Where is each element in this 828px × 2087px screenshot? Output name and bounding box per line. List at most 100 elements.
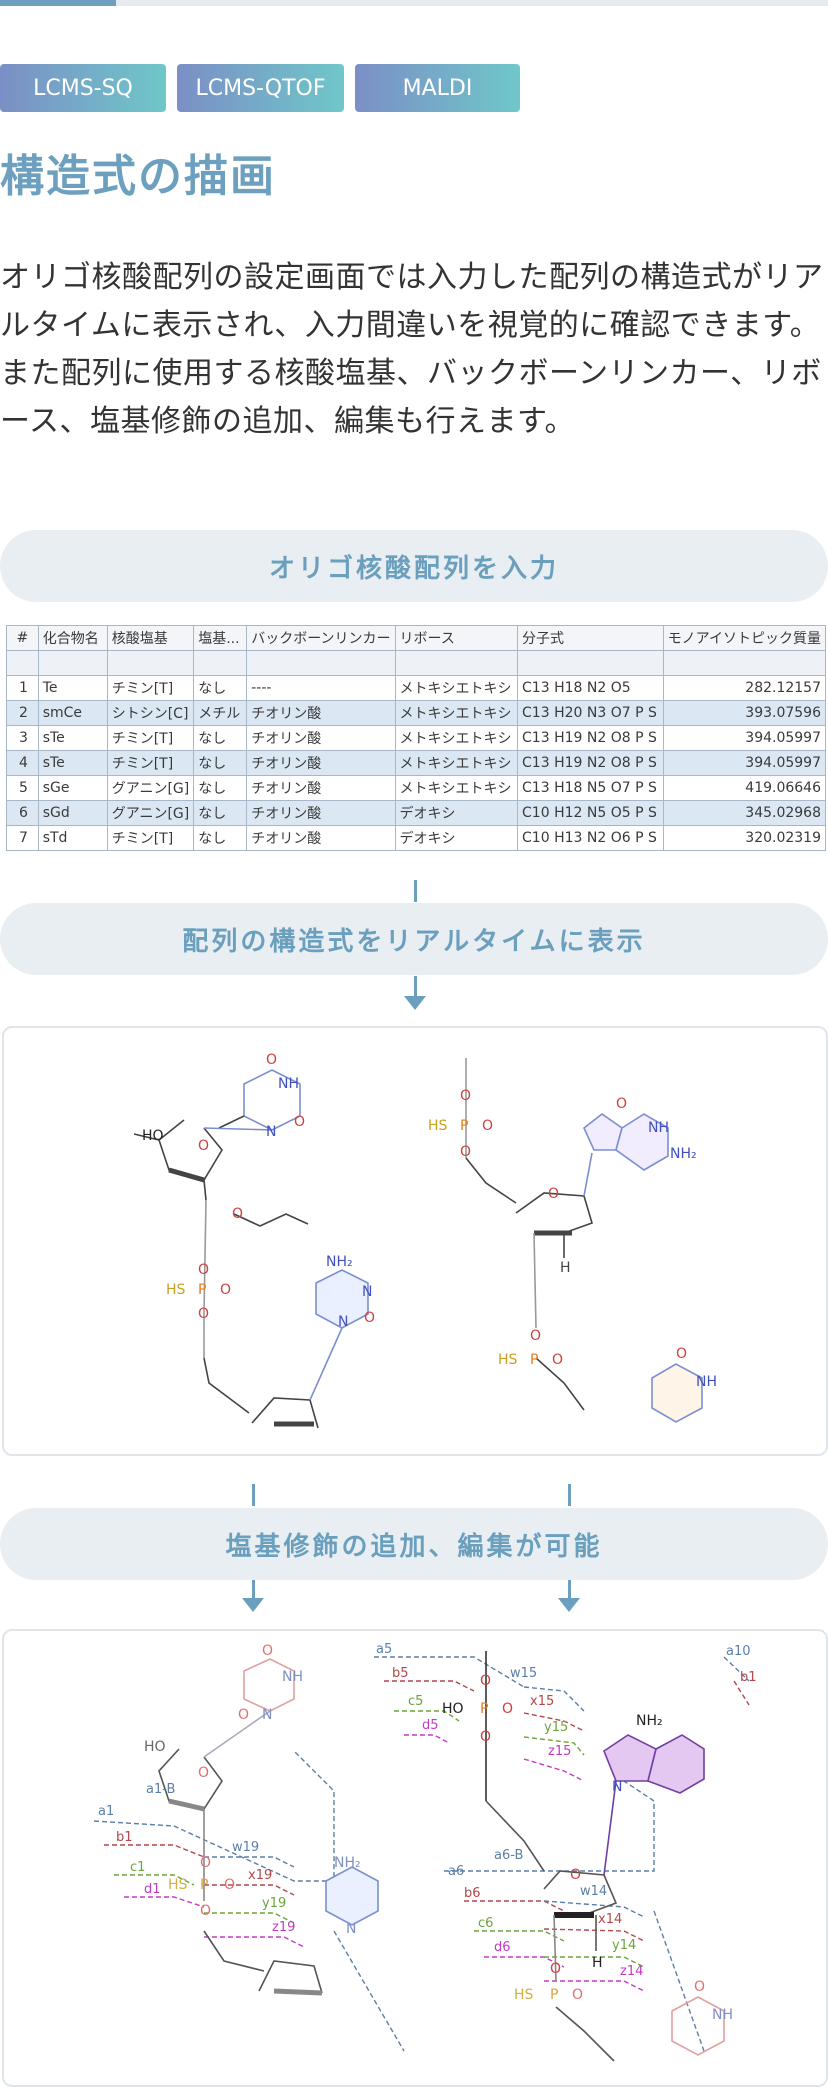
table-cell: 6 <box>6 800 39 826</box>
atom-label: H <box>592 1955 603 1971</box>
atom-label: HS <box>428 1118 448 1134</box>
table-cell: C13 H19 N2 O8 P S <box>517 725 664 751</box>
tag-lcms-sq[interactable]: LCMS-SQ <box>0 64 166 112</box>
connector-line <box>414 880 417 902</box>
table-cell: なし <box>193 725 248 751</box>
table-cell: チミン[T] <box>106 825 195 851</box>
atom-label: O <box>232 1206 243 1222</box>
fragment-label: a1 <box>98 1804 114 1819</box>
atom-label: HS <box>498 1352 518 1368</box>
fragment-label: c6 <box>478 1916 493 1931</box>
atom-label: O <box>572 1987 583 2003</box>
atom-label: O <box>552 1352 563 1368</box>
fragment-label: d6 <box>494 1940 511 1955</box>
atom-label: HO <box>142 1128 164 1144</box>
table-cell: なし <box>193 675 248 701</box>
connector-line <box>568 1580 571 1600</box>
col-formula[interactable]: 分子式 <box>517 625 664 651</box>
table-cell: 282.12157 <box>662 675 827 701</box>
fragment-label: a6-B <box>494 1848 523 1863</box>
table-cell: 3 <box>6 725 39 751</box>
table-cell: グアニン[G] <box>106 775 195 801</box>
table-cell: なし <box>193 775 248 801</box>
atom-label: NH <box>648 1120 669 1136</box>
atom-label: NH₂ <box>670 1146 697 1162</box>
fragment-label: z19 <box>272 1920 295 1935</box>
atom-label: NH <box>282 1669 303 1685</box>
table-cell: 7 <box>6 825 39 851</box>
atom-label: N <box>262 1707 272 1723</box>
col-ribose[interactable]: リボース <box>394 625 519 651</box>
atom-label: O <box>262 1643 273 1659</box>
atom-label: P <box>198 1282 206 1298</box>
col-compound-name[interactable]: 化合物名 <box>37 625 108 651</box>
page-title: 構造式の描画 <box>0 151 276 202</box>
atom-label: N <box>338 1314 348 1330</box>
fragment-label: a1-B <box>146 1782 175 1797</box>
fragment-label: d1 <box>144 1882 161 1897</box>
atom-label: O <box>224 1877 235 1893</box>
col-base[interactable]: 核酸塩基 <box>106 625 195 651</box>
table-cell: C13 H20 N3 O7 P S <box>517 700 664 726</box>
atom-label: NH₂ <box>334 1855 361 1871</box>
tag-lcms-qtof[interactable]: LCMS-QTOF <box>177 64 344 112</box>
fragment-label: z14 <box>620 1964 643 1979</box>
down-arrow-icon <box>558 1598 580 1612</box>
tag-maldi[interactable]: MALDI <box>355 64 520 112</box>
col-backbone-linker[interactable]: バックボーンリンカー <box>246 625 396 651</box>
step-input-label: オリゴ核酸配列を入力 <box>0 530 828 602</box>
fragment-label: b1 <box>740 1670 757 1685</box>
fragment-label: w14 <box>580 1884 607 1899</box>
atom-label: O <box>200 1903 211 1919</box>
col-monoisotopic-mass[interactable]: モノアイソトピック質量 <box>662 625 827 651</box>
connector-line <box>414 976 417 998</box>
atom-label: N <box>612 1779 622 1795</box>
table-cell: sGd <box>37 800 108 826</box>
fragment-label: b5 <box>392 1666 409 1681</box>
atom-label: O <box>460 1144 471 1160</box>
fragment-label: w15 <box>510 1666 537 1681</box>
progress-bar <box>0 0 828 6</box>
atom-label: O <box>482 1118 493 1134</box>
table-cell: チミン[T] <box>106 750 195 776</box>
fragment-label: z15 <box>548 1744 571 1759</box>
atom-label: O <box>694 1979 705 1995</box>
atom-label: O <box>198 1765 209 1781</box>
atom-label: O <box>530 1328 541 1344</box>
table-cell: sTe <box>37 750 108 776</box>
table-cell: チオリン酸 <box>246 700 396 726</box>
atom-label: P <box>200 1877 208 1893</box>
progress-fill <box>0 0 116 6</box>
atom-label: O <box>616 1096 627 1112</box>
table-cell: メトキシエトキシ <box>394 775 519 801</box>
table-cell: メトキシエトキシ <box>394 675 519 701</box>
atom-label: O <box>548 1186 559 1202</box>
atom-label: NH₂ <box>326 1254 353 1270</box>
atom-label: O <box>460 1088 471 1104</box>
fragment-label: b6 <box>464 1886 481 1901</box>
atom-label: NH <box>278 1076 299 1092</box>
table-cell: メトキシエトキシ <box>394 725 519 751</box>
table-cell: なし <box>193 750 248 776</box>
atom-label: N <box>346 1921 356 1937</box>
atom-label: HS <box>514 1987 534 2003</box>
down-arrow-icon <box>242 1598 264 1612</box>
table-cell: メトキシエトキシ <box>394 700 519 726</box>
col-base-mod[interactable]: 塩基... <box>193 625 248 651</box>
structure-drawing-2: a5 b5 c5 d5 w15 x15 y15 z15 a10 b1 a1 a1… <box>93 1642 757 2062</box>
table-cell: C10 H13 N2 O6 P S <box>517 825 664 851</box>
table-cell: メチル <box>193 700 248 726</box>
fragment-label: c5 <box>408 1694 423 1709</box>
table-cell: C13 H18 N2 O5 <box>517 675 664 701</box>
atom-label: O <box>502 1701 513 1717</box>
atom-label: NH <box>712 2007 733 2023</box>
col-index[interactable]: # <box>6 625 39 651</box>
fragment-label: a6 <box>448 1864 464 1879</box>
